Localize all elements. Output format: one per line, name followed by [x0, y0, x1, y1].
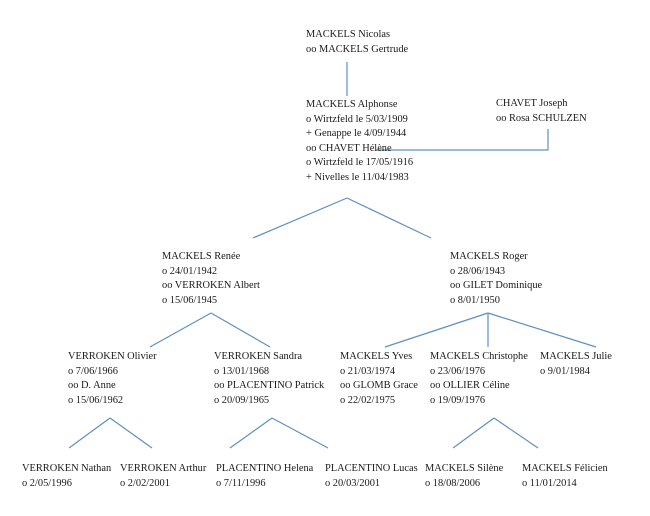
person-name: MACKELS Yves [340, 351, 413, 362]
line-renee-olivier [149, 312, 212, 348]
spouse-line: oo CHAVET Hélène [306, 142, 392, 154]
birth-line: o 11/01/2014 [522, 477, 577, 489]
person-name: MACKELS Roger [450, 251, 528, 262]
person-name: VERROKEN Sandra [214, 351, 303, 362]
line-christophe-silene [452, 417, 495, 449]
person-name: MACKELS Félicien [522, 463, 608, 474]
line-alphonse-roger [346, 197, 432, 239]
person-yves: MACKELS Yves o 21/03/1974 oo GLOMB Grace… [340, 350, 418, 408]
person-silene: MACKELS Silène o 18/08/2006 [425, 462, 503, 491]
line-sandra-helena [229, 417, 273, 449]
spouse-line: oo MACKELS Gertrude [306, 43, 409, 55]
spouse-line: oo OLLIER Céline [430, 380, 510, 392]
birth-line: o 7/06/1966 [68, 365, 118, 377]
spouse-line: oo GILET Dominique [450, 280, 543, 292]
person-christophe: MACKELS Christophe o 23/06/1976 oo OLLIE… [430, 350, 528, 408]
spouse-birth-line: o 22/02/1975 [340, 394, 396, 406]
person-name: VERROKEN Olivier [68, 351, 157, 362]
spouse-birth-line: o 20/09/1965 [214, 394, 270, 406]
spouse-death-line: + Nivelles le 11/04/1983 [306, 171, 409, 183]
spouse-line: oo D. Anne [68, 380, 116, 392]
spouse-birth-line: o 15/06/1945 [162, 294, 218, 306]
person-renee: MACKELS Renée o 24/01/1942 oo VERROKEN A… [162, 250, 260, 308]
birth-line: o 13/01/1968 [214, 365, 270, 377]
person-felicien: MACKELS Félicien o 11/01/2014 [522, 462, 608, 491]
line-helene-chavet-joseph [376, 129, 549, 151]
birth-line: o 7/11/1996 [216, 477, 266, 489]
line-roger-yves [384, 312, 489, 348]
birth-line: o 23/06/1976 [430, 365, 486, 377]
line-olivier-nathan [68, 417, 111, 449]
birth-line: o 20/03/2001 [325, 477, 381, 489]
person-sandra: VERROKEN Sandra o 13/01/1968 oo PLACENTI… [214, 350, 324, 408]
person-nathan: VERROKEN Nathan o 2/05/1996 [22, 462, 111, 491]
birth-line: o 21/03/1974 [340, 365, 396, 377]
person-olivier: VERROKEN Olivier o 7/06/1966 oo D. Anne … [68, 350, 157, 408]
birth-line: o Wirtzfeld le 5/03/1909 [306, 113, 408, 125]
person-roger: MACKELS Roger o 28/06/1943 oo GILET Domi… [450, 250, 542, 308]
spouse-line: oo PLACENTINO Patrick [214, 380, 325, 392]
person-helena: PLACENTINO Helena o 7/11/1996 [216, 462, 313, 491]
spouse-birth-line: o Wirtzfeld le 17/05/1916 [306, 157, 414, 169]
line-renee-sandra [210, 312, 271, 348]
birth-line: o 18/08/2006 [425, 477, 481, 489]
person-name: PLACENTINO Lucas [325, 463, 418, 474]
person-name: MACKELS Renée [162, 251, 241, 262]
birth-line: o 24/01/1942 [162, 265, 218, 277]
person-name: MACKELS Julie [540, 351, 612, 362]
line-christophe-felicien [493, 417, 539, 449]
death-line: + Genappe le 4/09/1944 [306, 128, 407, 140]
person-name: PLACENTINO Helena [216, 463, 314, 474]
spouse-birth-line: o 19/09/1976 [430, 394, 486, 406]
birth-line: o 2/05/1996 [22, 477, 72, 489]
person-joseph: CHAVET Joseph oo Rosa SCHULZEN [496, 97, 587, 126]
person-nicolas: MACKELS Nicolas oo MACKELS Gertrude [306, 28, 408, 57]
birth-line: o 2/02/2001 [120, 477, 170, 489]
person-name: VERROKEN Arthur [120, 463, 207, 474]
spouse-line: oo GLOMB Grace [340, 380, 418, 392]
person-name: MACKELS Silène [425, 463, 504, 474]
person-name: MACKELS Alphonse [306, 99, 398, 110]
person-julie: MACKELS Julie o 9/01/1984 [540, 350, 612, 379]
line-sandra-lucas [271, 417, 329, 449]
line-olivier-arthur [109, 417, 153, 449]
birth-line: o 28/06/1943 [450, 265, 506, 277]
line-alphonse-renee [252, 197, 348, 239]
spouse-line: oo Rosa SCHULZEN [496, 112, 587, 124]
spouse-birth-line: o 8/01/1950 [450, 294, 500, 306]
person-alphonse: MACKELS Alphonse o Wirtzfeld le 5/03/190… [306, 98, 413, 186]
person-lucas: PLACENTINO Lucas o 20/03/2001 [325, 462, 418, 491]
spouse-birth-line: o 15/06/1962 [68, 394, 124, 406]
person-name: VERROKEN Nathan [22, 463, 112, 474]
person-arthur: VERROKEN Arthur o 2/02/2001 [120, 462, 206, 491]
person-name: CHAVET Joseph [496, 98, 568, 109]
line-roger-julie [487, 312, 597, 348]
person-name: MACKELS Nicolas [306, 29, 390, 40]
birth-line: o 9/01/1984 [540, 365, 590, 377]
spouse-line: oo VERROKEN Albert [162, 280, 260, 292]
person-name: MACKELS Christophe [430, 351, 528, 362]
